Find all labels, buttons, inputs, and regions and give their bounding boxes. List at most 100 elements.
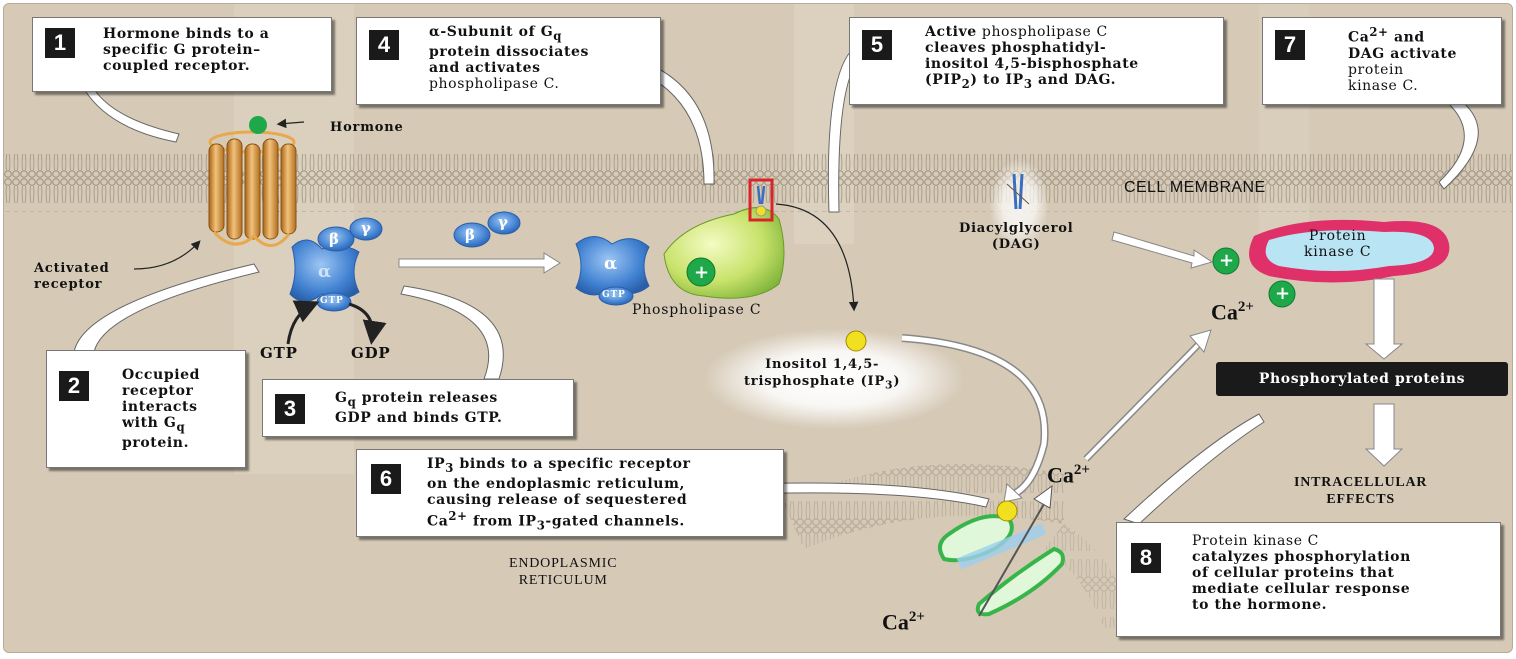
callout-5-text: Active phospholipase C cleaves phosphati…	[925, 24, 1139, 92]
ip3-glow	[704, 329, 964, 429]
callout-3-line-1a: G	[335, 390, 348, 406]
gamma-subunit	[487, 211, 521, 235]
gtp-small-label-receptor: GTP	[320, 296, 344, 306]
callout-3-line-2: GDP and binds GTP.	[335, 409, 503, 426]
callout-7-line-1-sup: 2+	[1369, 25, 1389, 39]
callout-5-line-2: cleaves phosphatidyl-	[925, 40, 1107, 56]
callout-7-line-1b: and	[1388, 29, 1425, 46]
callout-6-text: IP3 binds to a specific receptor on the …	[427, 456, 691, 533]
pip2-highlight	[748, 178, 774, 222]
callout-7-line-2: DAG activate	[1348, 45, 1457, 62]
callout-6-line-4b: from IP	[467, 513, 537, 530]
callout-4-line-1-sub: q	[553, 28, 563, 43]
gamma-label: γ	[361, 219, 372, 237]
plc-plus-label: +	[694, 262, 710, 283]
pkc-label-line-2: kinase C	[1304, 244, 1372, 260]
dag-label: Diacylglycerol (DAG)	[959, 221, 1073, 253]
callout-6-line-3: causing release of sequestered	[427, 491, 688, 508]
callout-2-line-2: receptor	[122, 383, 194, 399]
gtp-small-label-alpha: GTP	[602, 290, 626, 300]
callout-step-6: 6 IP3 binds to a specific receptor on th…	[356, 449, 784, 537]
ca-label-released-text: Ca	[1047, 462, 1074, 488]
callout-5-line-3: inositol 4,5-bisphosphate	[925, 56, 1139, 72]
alpha-subunit	[575, 236, 650, 306]
callout-step-3: 3 Gq protein releases GDP and binds GTP.	[262, 379, 574, 437]
ca-label-er: Ca2+	[882, 609, 925, 635]
activated-receptor-line-2: receptor	[34, 277, 103, 292]
dag-molecule	[1006, 173, 1030, 210]
dag-plus-label: +	[1219, 250, 1235, 271]
endoplasmic-reticulum-label: ENDOPLASMIC RETICULUM	[509, 555, 617, 589]
callout-6-line-4-sub: 3	[536, 518, 546, 533]
callout-6-line-4a: Ca	[427, 513, 449, 530]
beta-label: β	[329, 230, 340, 248]
er-label-line-1: ENDOPLASMIC	[509, 556, 618, 571]
phosphorylated-proteins-box: Phosphorylated proteins	[1216, 362, 1508, 396]
callout-6-line-4-sup: 2+	[448, 508, 468, 523]
callout-3-text: Gq protein releases GDP and binds GTP.	[335, 390, 503, 426]
ip3-gated-channel	[938, 514, 1065, 617]
pkc-label-line-1: Protein	[1308, 228, 1367, 244]
step-number-8: 8	[1131, 543, 1161, 573]
step-number-1: 1	[45, 28, 75, 58]
dag-label-line-1: Diacylglycerol	[959, 221, 1074, 236]
plc-activation-plus	[686, 257, 716, 287]
gamma-free-label: γ	[498, 213, 509, 231]
ip3-label-line-1: Inositol 1,4,5-	[765, 357, 880, 372]
callout-3-line-1-sub: q	[347, 394, 357, 409]
callout-2-text: Occupied receptor interacts with Gq prot…	[122, 367, 200, 451]
gdp-label: GDP	[351, 344, 391, 362]
ip3-bound	[996, 500, 1018, 522]
protein-kinase-c	[1249, 219, 1450, 283]
step-number-5: 5	[862, 30, 892, 60]
callout-8-line-5: to the hormone.	[1192, 597, 1328, 613]
callout-6-line-2: on the endoplasmic reticulum,	[427, 475, 685, 492]
beta-subunit	[453, 222, 491, 248]
callout-8-line-1: Protein kinase C	[1192, 533, 1319, 549]
er-label-line-2: RETICULUM	[518, 573, 608, 588]
callout-6-line-1b: binds to a specific receptor	[454, 456, 691, 472]
alpha-label-receptor: α	[318, 262, 332, 282]
callout-5-line-4c: and DAG.	[1032, 72, 1117, 88]
activation-arrow	[398, 252, 561, 274]
ca-label-released-sup: 2+	[1073, 462, 1090, 478]
ip3-label-line-2a: trisphosphate (IP	[744, 374, 886, 389]
callout-6-line-4: Ca2+ from IP3-gated channels.	[427, 508, 691, 533]
callout-5-line-4-sub2: 3	[1023, 76, 1033, 91]
callout-5-line-1: Active phospholipase C	[925, 24, 1139, 40]
ip3-label: Inositol 1,4,5- trisphosphate (IP3)	[744, 356, 900, 394]
callout-2-line-5: protein.	[122, 434, 190, 451]
intracellular-line-1: INTRACELLULAR	[1294, 475, 1428, 490]
ca-label-er-text: Ca	[882, 609, 909, 635]
callout-5-line-4a: (PIP	[925, 72, 962, 88]
activated-receptor-label: Activated receptor	[34, 261, 110, 293]
callout-4-text: α-Subunit of Gq protein dissociates and …	[429, 24, 589, 92]
intracellular-effects-label: INTRACELLULAR EFFECTS	[1294, 474, 1427, 508]
intracellular-line-2: EFFECTS	[1326, 492, 1395, 507]
ca-plus-label: +	[1275, 283, 1291, 304]
callout-7-line-1a: Ca	[1348, 29, 1370, 46]
ca-label-released: Ca2+	[1047, 462, 1090, 488]
callout-4-line-2: protein dissociates	[429, 43, 590, 60]
ca-label-pkc-text: Ca	[1211, 299, 1238, 325]
ca-activation-plus	[1268, 280, 1296, 308]
callout-7-line-1: Ca2+ and	[1348, 24, 1457, 46]
gpcr-receptor	[208, 130, 297, 247]
callout-4-line-1: α-Subunit of Gq	[429, 24, 589, 44]
beta-free-label: β	[465, 226, 476, 244]
ip3-label-sub: 3	[885, 378, 894, 392]
callout-7-text: Ca2+ and DAG activate protein kinase C.	[1348, 24, 1457, 94]
alpha-label: α	[604, 254, 618, 274]
callout-5-line-1b: phospholipase C	[976, 24, 1108, 40]
step-number-4: 4	[369, 30, 399, 60]
callout-1-text: Hormone binds to a specific G protein– c…	[103, 26, 269, 74]
callout-8-line-3: of cellular proteins that	[1192, 565, 1395, 581]
step-number-7: 7	[1275, 30, 1305, 60]
callout-step-5: 5 Active phospholipase C cleaves phospha…	[849, 17, 1224, 105]
callout-5-line-4b: ) to IP	[970, 72, 1024, 88]
callout-2-line-4: with Gq	[122, 415, 200, 435]
step-number-2: 2	[59, 371, 89, 401]
callout-2-line-4-text: with G	[122, 415, 177, 431]
ca-label-er-sup: 2+	[908, 609, 925, 625]
phospholipase-c-label: Phospholipase C	[632, 302, 762, 318]
